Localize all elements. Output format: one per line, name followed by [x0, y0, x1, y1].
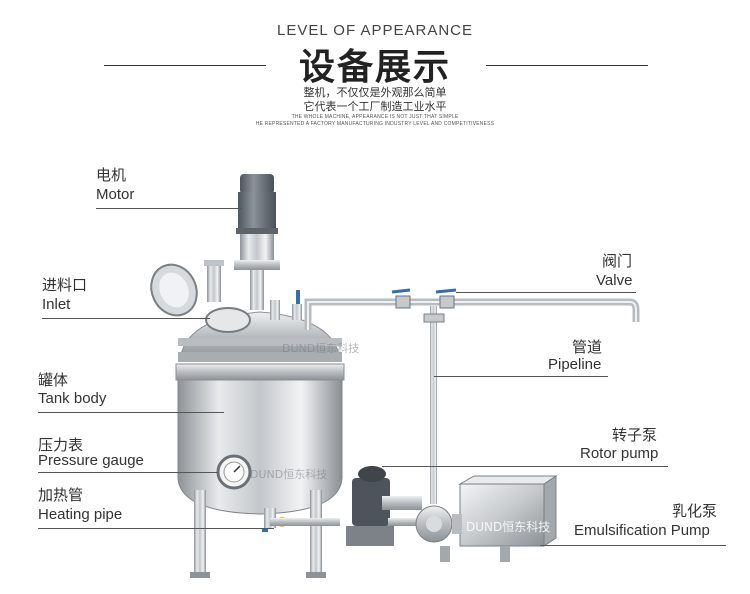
rotor-pump-base	[346, 526, 394, 546]
label-tank-body-cn: 罐体	[38, 371, 69, 389]
label-pressure-gauge-en: Pressure gauge	[38, 452, 144, 469]
label-valve-en: Valve	[596, 272, 633, 289]
header-left-rule	[104, 65, 266, 66]
header-title-en: LEVEL OF APPEARANCE	[276, 22, 473, 39]
gearbox	[240, 234, 274, 262]
motor-fan-cover	[240, 174, 274, 194]
label-pressure-gauge-cn: 压力表	[38, 436, 84, 454]
label-motor-en: Motor	[96, 186, 135, 203]
watermark: DUND恒东科技	[466, 520, 551, 534]
leader-tank-body	[38, 412, 224, 413]
header-subtitle-cn-1: 整机，不仅仅是外观那么简单	[303, 86, 447, 99]
valve-1	[395, 295, 411, 309]
leader-pipeline	[434, 376, 608, 377]
label-emulsification-pump-cn: 乳化泵	[672, 502, 718, 520]
valve-2	[439, 295, 455, 309]
header-subtitle-cn-2: 它代表一个工厂制造工业水平	[303, 100, 447, 113]
leader-motor	[96, 208, 242, 209]
label-rotor-pump-cn: 转子泵	[612, 426, 658, 444]
label-tank-body-en: Tank body	[38, 390, 107, 407]
label-motor-cn: 电机	[96, 166, 127, 184]
label-inlet-cn: 进料口	[42, 276, 88, 294]
label-inlet-en: Inlet	[42, 296, 71, 313]
label-valve-cn: 阀门	[602, 252, 633, 270]
header-subtitle-en-1: THE WHOLE MACHINE, APPEARANCE IS NOT JUS…	[291, 114, 459, 120]
header-right-rule	[486, 65, 648, 66]
emulsification-pump-body	[459, 483, 545, 547]
heating-pipe-valve	[262, 528, 268, 532]
watermark: DUND恒东科技	[282, 342, 360, 355]
label-emulsification-pump-en: Emulsification Pump	[574, 522, 710, 539]
inlet-opening	[205, 307, 251, 333]
label-heating-pipe-en: Heating pipe	[38, 506, 123, 523]
leader-valve	[456, 292, 636, 293]
header-subtitle-en-2: HE REPRESENTED A FACTORY MANUFACTURING I…	[255, 121, 495, 127]
label-rotor-pump-en: Rotor pump	[580, 445, 659, 462]
header-title-cn: 设备展示	[298, 47, 451, 88]
pipeline-top	[304, 298, 640, 330]
label-pipeline-en: Pipeline	[548, 356, 602, 373]
rotor-pump-motor	[352, 478, 390, 526]
motor-body	[238, 192, 276, 230]
label-pipeline-cn: 管道	[572, 338, 603, 356]
leader-rotor-pump	[382, 466, 668, 467]
leader-heating-pipe	[38, 528, 274, 529]
leader-pressure-gauge	[38, 472, 218, 473]
tank-leg-right	[310, 490, 322, 576]
leader-inlet	[42, 318, 210, 319]
label-heating-pipe-cn: 加热管	[38, 486, 84, 504]
leader-emulsification-pump	[540, 545, 726, 546]
watermark: DUND恒东科技	[250, 468, 328, 481]
pipeline-vertical	[430, 306, 437, 504]
tank-leg-left	[194, 490, 206, 576]
